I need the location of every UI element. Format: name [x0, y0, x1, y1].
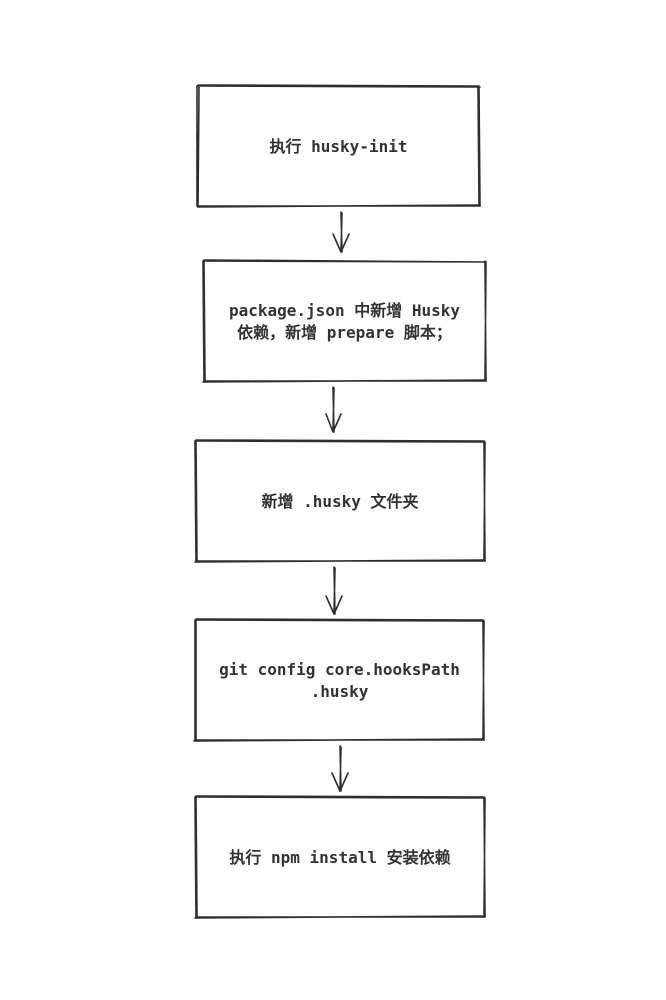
step-4-label: git config core.hooksPath .husky	[219, 659, 460, 701]
step-box-2-outline	[202, 259, 487, 383]
arrow-2	[325, 386, 342, 433]
step-box-5: 执行 npm install 安装依赖	[196, 798, 484, 917]
step-box-4-outline	[193, 618, 485, 742]
step-box-1-outline	[196, 84, 481, 208]
arrow-4	[331, 745, 349, 792]
arrow-3	[325, 566, 343, 615]
step-box-2: package.json 中新增 Husky 依赖，新增 prepare 脚本；	[204, 262, 485, 381]
step-5-label: 执行 npm install 安装依赖	[229, 847, 451, 867]
arrow-1	[332, 211, 350, 253]
step-box-3: 新增 .husky 文件夹	[196, 442, 484, 561]
step-2-label: package.json 中新增 Husky 依赖，新增 prepare 脚本；	[228, 300, 461, 342]
step-box-4: git config core.hooksPath .husky	[196, 621, 483, 740]
step-box-3-outline	[194, 439, 486, 563]
step-box-5-outline	[194, 795, 486, 919]
step-1-label: 执行 husky-init	[269, 136, 408, 156]
step-3-label: 新增 .husky 文件夹	[261, 491, 419, 511]
step-box-1: 执行 husky-init	[198, 87, 479, 206]
